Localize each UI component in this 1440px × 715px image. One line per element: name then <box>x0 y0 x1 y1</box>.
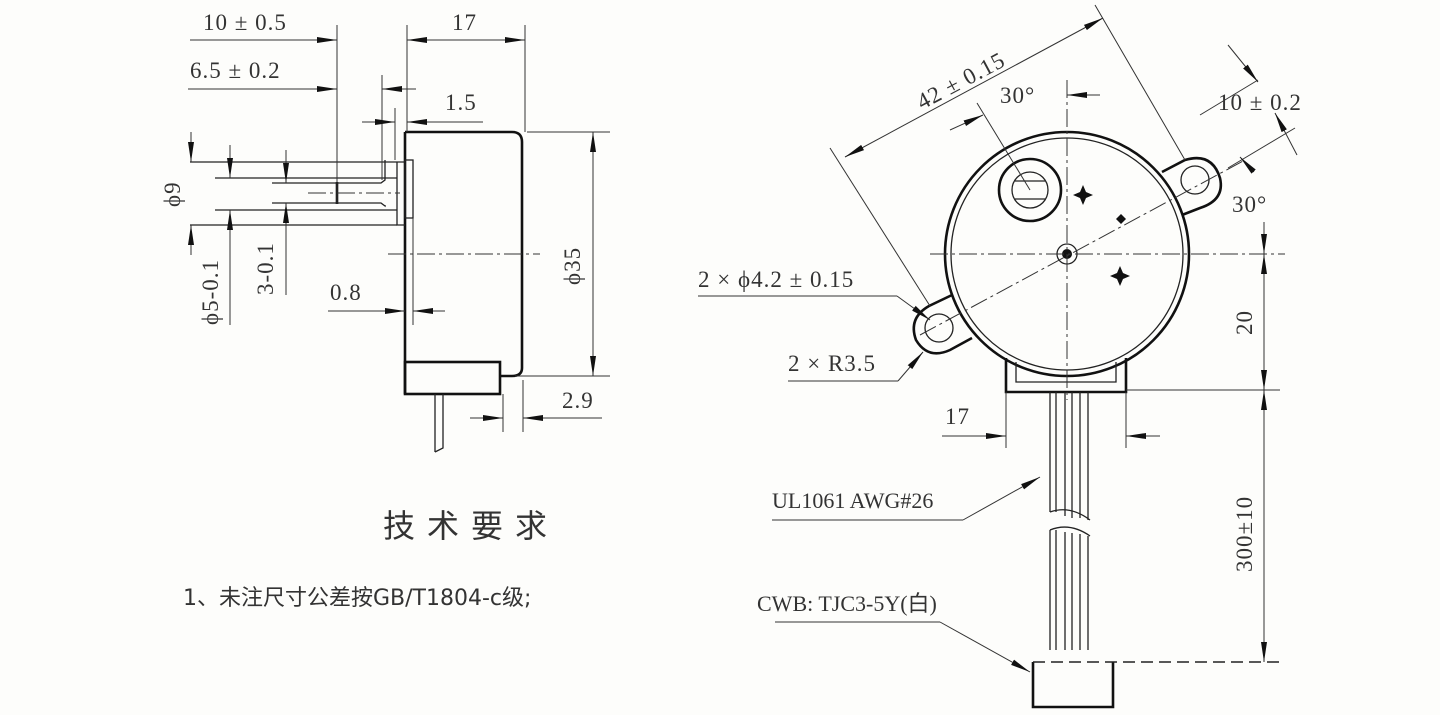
dim-base-width: 17 <box>945 404 970 429</box>
dim-flat-width: 3-0.1 <box>253 242 278 295</box>
callout-wire-spec: UL1061 AWG#26 <box>772 488 933 513</box>
dim-angle-right: 30° <box>1232 192 1267 217</box>
notes-heading: 技术要求 <box>383 507 559 545</box>
callout-connector-spec: CWB: TJC3-5Y(白) <box>757 591 937 616</box>
dim-shaft-dia: ϕ5-0.1 <box>198 259 223 325</box>
dim-plate-gap: 0.8 <box>330 280 362 305</box>
lead-wires <box>1049 392 1091 650</box>
front-view: 42 ± 0.15 30° 10 ± 0.2 30° 20 300±10 17 <box>698 4 1302 709</box>
dim-shaft-dia-outer: ϕ9 <box>160 181 185 207</box>
dim-body-dia: ϕ35 <box>560 247 585 285</box>
dim-mount-pitch: 42 ± 0.15 <box>913 47 1010 114</box>
dim-boss-thickness: 1.5 <box>445 90 477 115</box>
callout-mount-holes: 2 × ϕ4.2 ± 0.15 <box>698 267 854 292</box>
technical-requirements: 技术要求 1、未注尺寸公差按GB/T1804-c级; <box>183 507 559 611</box>
notes-item: 1、未注尺寸公差按GB/T1804-c级; <box>183 586 531 611</box>
connector-housing <box>1031 662 1115 709</box>
dim-connector-offset: 2.9 <box>562 388 594 413</box>
dim-angle-top: 30° <box>1000 83 1035 108</box>
connector-block-side <box>403 360 502 396</box>
dim-flat-length: 6.5 ± 0.2 <box>190 58 281 83</box>
dim-ear-width: 10 ± 0.2 <box>1218 90 1302 115</box>
dim-connector-height: 20 <box>1232 310 1257 335</box>
dim-shaft-length: 10 ± 0.5 <box>203 10 287 35</box>
dim-body-depth: 17 <box>452 10 477 35</box>
dim-lead-length: 300±10 <box>1232 496 1257 572</box>
side-view: 10 ± 0.5 17 6.5 ± 0.2 1.5 ϕ9 ϕ5-0.1 3-0.… <box>160 10 610 453</box>
callout-ear-radius: 2 × R3.5 <box>788 351 876 376</box>
